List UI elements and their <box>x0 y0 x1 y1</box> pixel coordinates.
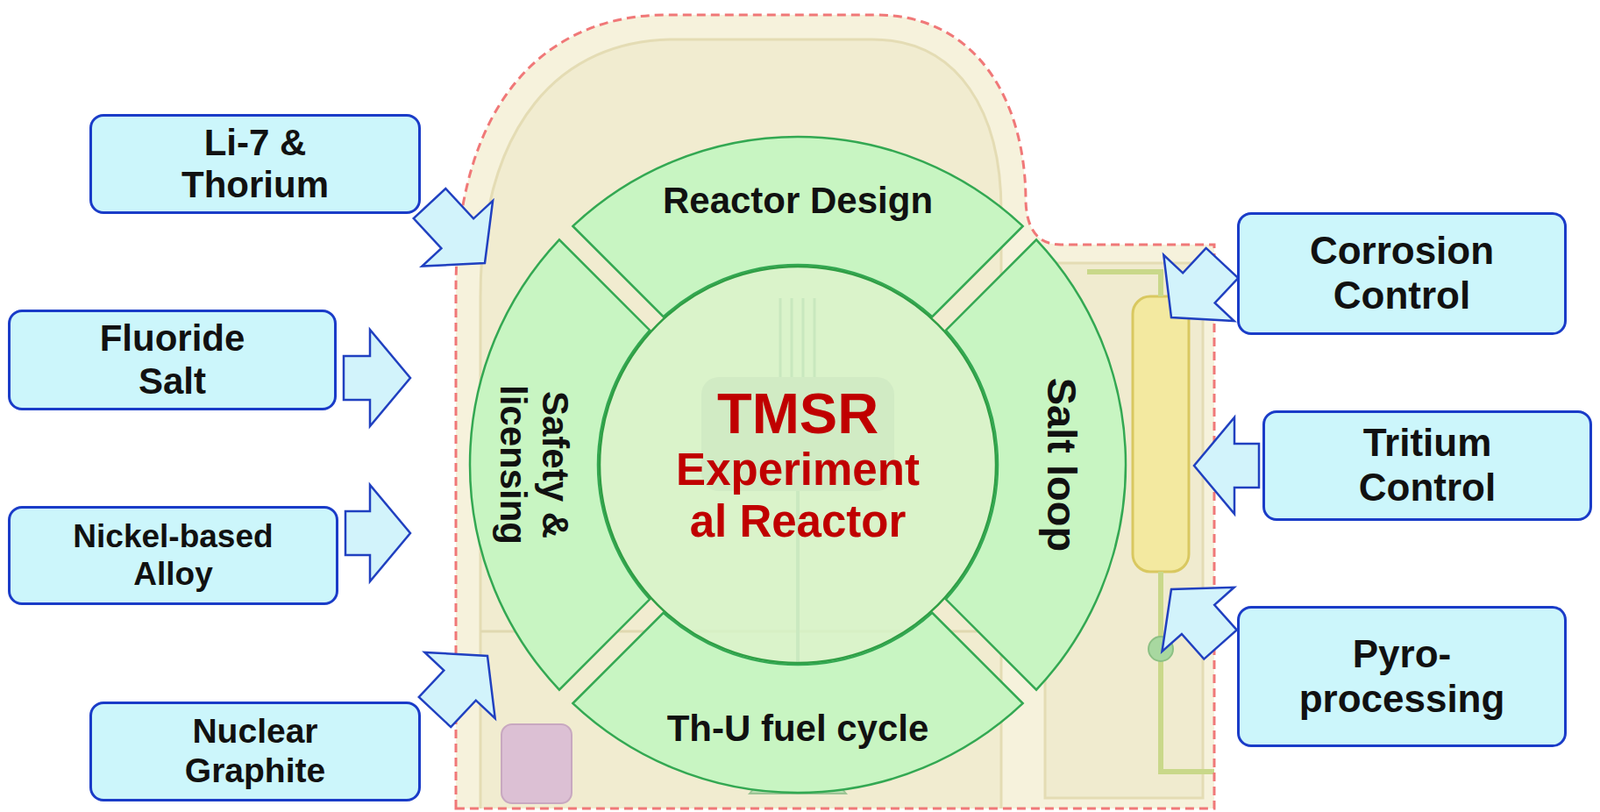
containment-outline <box>455 14 1215 809</box>
input-box: Nickel-based Alloy <box>7 505 339 605</box>
building-fill <box>455 14 1215 809</box>
input-box: Li-7 & Thorium <box>89 113 421 215</box>
ring-segment: Salt loop <box>938 232 1126 697</box>
block-arrow <box>1162 587 1238 660</box>
technology-box: Pyro- processing <box>1237 605 1567 747</box>
block-arrow <box>419 652 496 727</box>
input-box: Fluoride Salt <box>7 309 337 411</box>
block-arrow <box>1163 248 1238 321</box>
box-label: Li-7 & Thorium <box>145 121 365 207</box>
block-arrow <box>345 484 411 582</box>
segment-shape <box>565 605 1031 793</box>
ring-segment-shape <box>945 239 1126 690</box>
box-label: Pyro- processing <box>1292 632 1512 721</box>
core-disc <box>599 266 996 663</box>
block-arrow <box>343 329 411 427</box>
technology-box: Tritium Control <box>1262 410 1593 521</box>
core-title: TMSR <box>717 382 879 446</box>
box-label: Fluoride Salt <box>63 317 283 403</box>
segment-label: Safety & licensing <box>491 372 577 557</box>
core-subtitle: Experiment al Reactor <box>666 444 930 548</box>
box-label: Tritium Control <box>1317 420 1537 510</box>
box-label: Nuclear Graphite <box>145 711 365 791</box>
reactor-core-circle: TMSRExperiment al Reactor <box>599 266 996 663</box>
ring-segment: Th-U fuel cycle <box>565 605 1031 793</box>
input-box: Nuclear Graphite <box>89 701 421 802</box>
storage-tank <box>501 724 572 804</box>
segment-label: Salt loop <box>1038 377 1086 552</box>
segment-shape <box>938 232 1126 697</box>
block-arrow <box>413 188 493 267</box>
technology-box: Corrosion Control <box>1237 212 1567 335</box>
segment-label: Reactor Design <box>662 179 933 222</box>
ring-segment-shape <box>572 612 1023 793</box>
heat-exchanger <box>1132 296 1189 572</box>
box-label: Nickel-based Alloy <box>59 518 288 593</box>
input-arrows <box>343 188 1259 727</box>
box-label: Corrosion Control <box>1292 228 1512 318</box>
segment-label: Th-U fuel cycle <box>667 707 930 750</box>
block-arrow <box>1194 417 1259 514</box>
